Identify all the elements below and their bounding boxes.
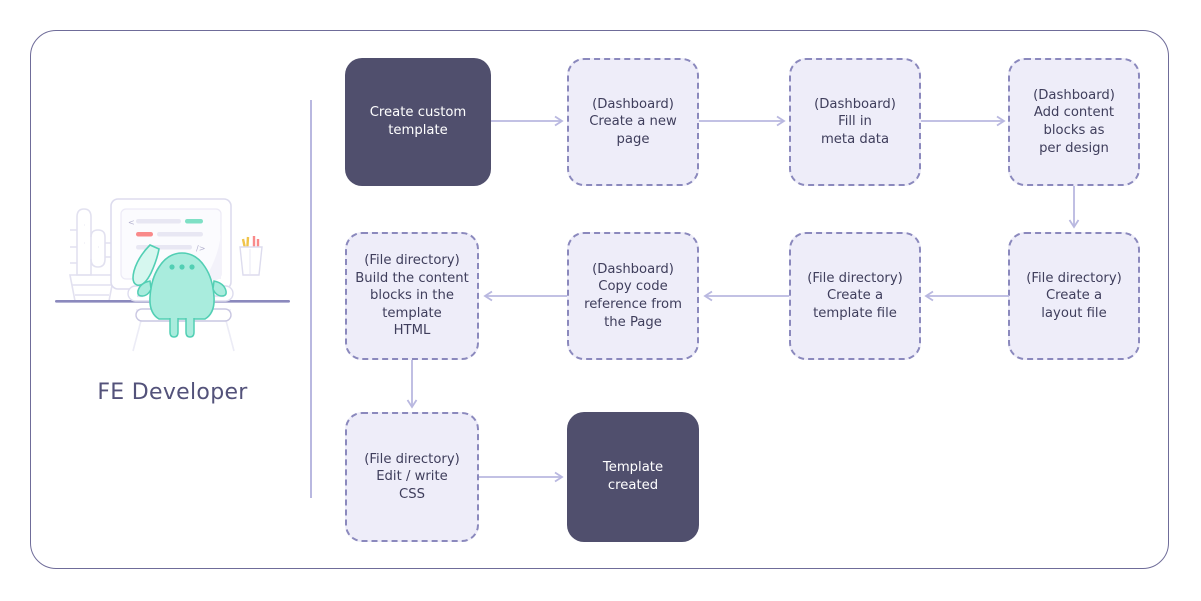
node-create-a-new-page[interactable]: (Dashboard) Create a new page	[567, 58, 699, 186]
edge-n8-to-n9	[405, 360, 419, 414]
edge-n7-to-n8	[479, 289, 569, 303]
outer-frame	[30, 30, 1169, 569]
node-add-content-blocks[interactable]: (Dashboard) Add content blocks as per de…	[1008, 58, 1140, 186]
edge-n1-to-n2	[491, 114, 569, 128]
node-template-created[interactable]: Template created	[567, 412, 699, 542]
edge-n4-to-n5	[1067, 186, 1081, 234]
svg-text:/>: />	[196, 244, 205, 253]
edge-n2-to-n3	[699, 114, 791, 128]
edge-n6-to-n7	[699, 289, 791, 303]
node-edit-write-css[interactable]: (File directory) Edit / write CSS	[345, 412, 479, 542]
blob-character	[132, 244, 227, 338]
svg-text:<: <	[128, 218, 135, 227]
pencil-cup	[239, 236, 263, 276]
persona-block: < />	[55, 185, 290, 405]
persona-label: FE Developer	[97, 380, 248, 405]
edge-n3-to-n4	[921, 114, 1011, 128]
node-create-a-template-file[interactable]: (File directory) Create a template file	[789, 232, 921, 360]
edge-n5-to-n6	[921, 289, 1011, 303]
developer-at-desk-illustration: < />	[55, 198, 290, 352]
vertical-divider	[310, 100, 312, 498]
node-copy-code-reference[interactable]: (Dashboard) Copy code reference from the…	[567, 232, 699, 360]
edge-n9-to-n10	[479, 470, 569, 484]
cactus-plant	[69, 208, 115, 302]
node-build-content-blocks[interactable]: (File directory) Build the content block…	[345, 232, 479, 360]
node-fill-in-meta-data[interactable]: (Dashboard) Fill in meta data	[789, 58, 921, 186]
node-create-custom-template[interactable]: Create custom template	[345, 58, 491, 186]
node-create-a-layout-file[interactable]: (File directory) Create a layout file	[1008, 232, 1140, 360]
hair-swoosh	[132, 244, 160, 287]
